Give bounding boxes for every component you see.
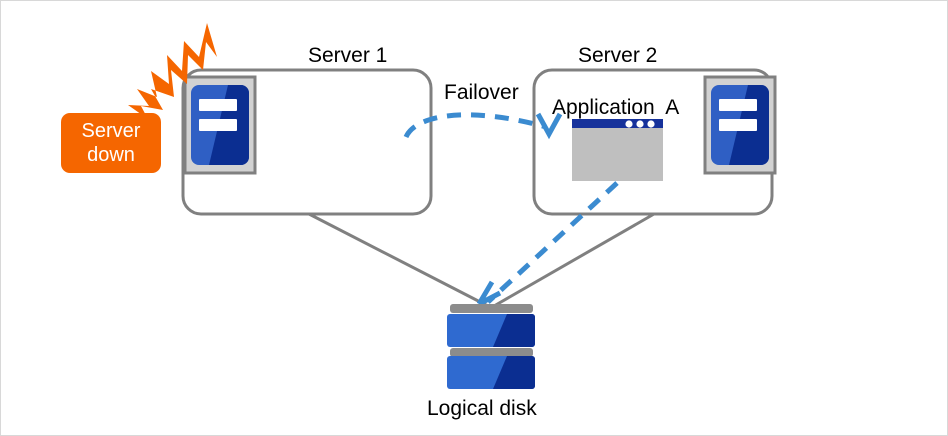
application-window-icon [572, 119, 663, 181]
failover-arrow-icon [403, 112, 563, 140]
connector-server1-to-disk [308, 212, 489, 308]
server1-unit-icon [183, 75, 257, 175]
server-down-line2: down [87, 144, 135, 166]
server2-title: Server 2 [578, 44, 658, 67]
logical-disk-icon [447, 304, 535, 389]
failover-label: Failover [444, 81, 519, 104]
logical-disk-label: Logical disk [427, 397, 537, 420]
connector-server2-to-disk [493, 212, 655, 308]
application-label: Application A [552, 96, 680, 119]
server-to-disk-connectors [308, 212, 655, 308]
lightning-burst-icon [128, 23, 217, 123]
server-down-status-badge: Server down [61, 113, 161, 173]
disk-access-arrow-icon [476, 181, 619, 307]
server-down-line1: Server [81, 119, 141, 142]
server2-unit-icon [703, 75, 777, 175]
server1-title: Server 1 [308, 44, 388, 67]
